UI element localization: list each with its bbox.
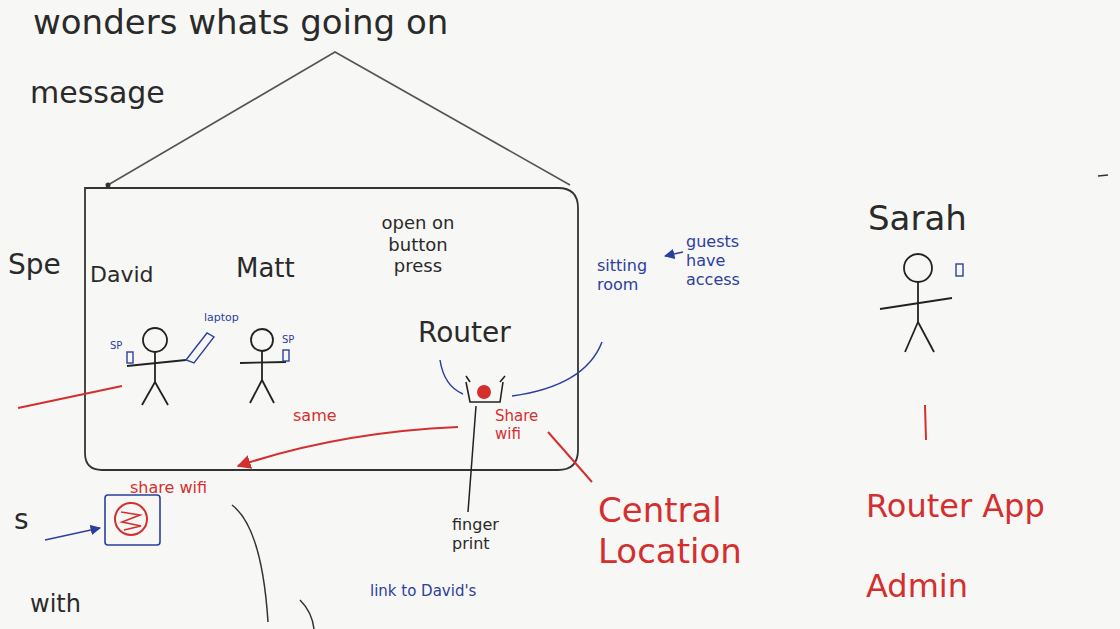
phone-icon	[956, 264, 963, 276]
location-leader	[548, 432, 592, 482]
role-label: Central Location	[598, 490, 773, 572]
person-name: David	[90, 262, 154, 288]
sketch-curve	[300, 600, 314, 629]
red-note: share wifi	[130, 478, 207, 497]
phone-icon	[127, 352, 133, 363]
matt-figure	[240, 329, 286, 403]
note-text: message	[30, 75, 165, 111]
note-text: s	[14, 503, 29, 537]
david-figure	[127, 328, 186, 405]
note-text: finger print	[452, 515, 508, 553]
room-note: guests have access	[686, 232, 758, 290]
router-icon	[466, 376, 505, 402]
arrow-label: same	[290, 406, 340, 425]
icon-arrow	[45, 528, 100, 540]
app-icon-mark	[121, 512, 141, 530]
house-outline	[85, 188, 578, 470]
device-label: SP	[282, 334, 294, 346]
note-text: link to David's	[370, 582, 476, 600]
person-name: Matt	[236, 253, 295, 284]
red-note: Share wifi	[495, 407, 547, 443]
sarah-figure	[880, 254, 952, 352]
sketch-dash	[1098, 175, 1108, 176]
role-label: Router App Admin	[866, 466, 1081, 626]
phone-icon	[283, 350, 289, 361]
device-name: Router	[418, 316, 511, 350]
room-note: sitting room	[597, 256, 659, 294]
device-label: SP	[110, 340, 122, 352]
house-roof	[108, 52, 570, 185]
device-label: laptop	[204, 311, 239, 324]
note-text: wonders whats going on	[30, 2, 451, 43]
router-button	[477, 385, 491, 399]
red-stroke	[18, 386, 122, 408]
roof-dot	[106, 183, 111, 188]
laptop-icon	[186, 333, 214, 363]
fingerprint-leader	[468, 406, 476, 512]
note-text: with	[30, 590, 81, 619]
room-bracket	[512, 342, 602, 396]
red-stroke	[925, 405, 926, 440]
sketch-curve	[232, 505, 268, 622]
person-name: Sarah	[868, 198, 967, 239]
room-bracket	[440, 360, 463, 394]
app-icon-mark	[115, 503, 147, 535]
note-text: open on button press	[372, 212, 464, 277]
guests-arrow	[665, 252, 683, 256]
app-icon	[105, 495, 160, 545]
share-arrow	[238, 427, 458, 466]
note-text: Spe	[8, 248, 61, 282]
